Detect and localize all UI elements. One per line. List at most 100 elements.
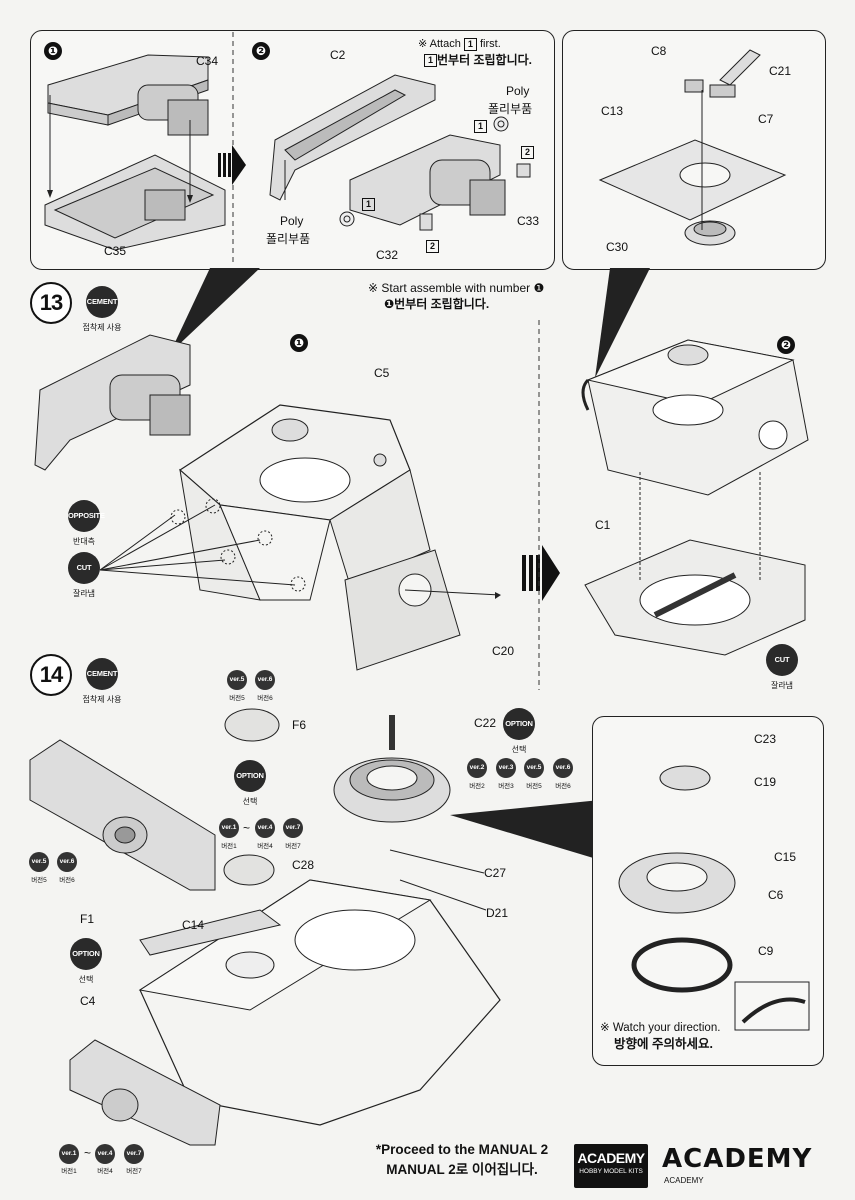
academy-big-logo: ACADEMY <box>662 1144 813 1174</box>
step-arrow-13 <box>522 545 560 601</box>
f6-ver-badge-1: ver.5 <box>227 670 247 690</box>
c4-ver-ko-2: 버전4 <box>97 1168 113 1175</box>
poly-cap-drawing-1 <box>493 116 509 132</box>
poly-cap-drawing-2 <box>339 211 355 227</box>
c30-hatch-drawing <box>684 220 736 246</box>
option-badge-3: OPTION <box>70 938 102 970</box>
c6-ring-drawing <box>618 852 736 914</box>
start-note-en: ※ Start assemble with number ❶ <box>368 281 545 295</box>
option-ko-2: 선택 <box>511 745 527 754</box>
c9-periscope-ring-drawing <box>631 937 733 993</box>
c4-tilde: ~ <box>84 1146 92 1160</box>
label-d21: D21 <box>486 906 509 920</box>
label-c6: C6 <box>768 888 784 902</box>
c5-hull-top-drawing <box>179 404 431 601</box>
c19-hatch-drawing <box>659 765 711 791</box>
c8-c7-c21-hatch-parts-drawing <box>684 49 761 98</box>
label-c19: C19 <box>754 775 777 789</box>
cut-badge-13: CUT <box>68 552 100 584</box>
watch-note-ko: 방향에 주의하세요. <box>614 1037 713 1051</box>
academy-box-logo-text: ACADEMY <box>577 1150 645 1166</box>
c22-ver-ko-4: 버전6 <box>555 783 571 790</box>
callout-wedge-right <box>595 268 650 378</box>
c35-base-part-drawing <box>44 154 226 251</box>
label-poly-1-en: Poly <box>506 84 530 98</box>
c28-ver-ko-3: 버전7 <box>285 843 301 850</box>
label-c5: C5 <box>374 366 390 380</box>
label-c14: C14 <box>182 918 205 932</box>
academy-box-logo: ACADEMY HOBBY MODEL KITS <box>574 1144 648 1188</box>
c33-drawing <box>516 163 531 178</box>
c13-plate-drawing <box>598 139 787 221</box>
cut-badge-13b: CUT <box>766 644 798 676</box>
label-c20: C20 <box>492 644 515 658</box>
c27-d21-pointer-lines <box>389 849 487 911</box>
c22-ver-ko-2: 버전3 <box>498 783 514 790</box>
label-c21: C21 <box>769 64 792 78</box>
c34-turret-part-drawing <box>47 54 209 136</box>
c2-frame-drawing <box>269 74 436 201</box>
label-poly-1-ko: 폴리부품 <box>488 102 533 116</box>
c22-ver-ko-3: 버전5 <box>526 783 542 790</box>
part-box-1b: 1 <box>362 198 375 211</box>
step-13-number: 13 <box>30 282 72 324</box>
f1-ver-ko-1: 버전5 <box>31 877 47 884</box>
academy-box-logo-sub: HOBBY MODEL KITS <box>579 1168 643 1175</box>
label-c15: C15 <box>774 850 797 864</box>
c28-ver-badge-3: ver.7 <box>283 818 303 838</box>
cement-ko-14: 접착제 사용 <box>82 695 122 704</box>
option-badge-1: OPTION <box>234 760 266 792</box>
part-box-1: 1 <box>474 120 487 133</box>
option-ko-3: 선택 <box>78 975 94 984</box>
c20-front-plate-drawing <box>344 549 501 671</box>
label-c2: C2 <box>330 48 346 62</box>
assembly-arrows-1 <box>47 95 193 203</box>
c22-ver-ko-1: 버전2 <box>469 783 485 790</box>
label-c13: C13 <box>601 104 624 118</box>
academy-small-logo: ACADEMY <box>664 1176 704 1185</box>
start-note-ko: ❶번부터 조립합니다. <box>384 297 490 311</box>
cement-ko-13: 접착제 사용 <box>82 323 122 332</box>
step-arrow-1 <box>218 145 246 185</box>
cement-badge-14: CEMENT <box>86 658 118 690</box>
step13-substep-1: ❶ <box>290 334 308 352</box>
label-c22: C22 <box>474 716 497 730</box>
c4-ver-badge-1: ver.1 <box>59 1144 79 1164</box>
watch-note-en: ※ Watch your direction. <box>600 1022 721 1034</box>
proceed-note-en: *Proceed to the MANUAL 2 <box>375 1142 549 1157</box>
label-c23: C23 <box>754 732 777 746</box>
part-box-2b: 2 <box>426 240 439 253</box>
c28-ver-badge-1: ver.1 <box>219 818 239 838</box>
c22-ver-badge-4: ver.6 <box>553 758 573 778</box>
step14-turret-body-drawing <box>138 879 501 1126</box>
cut-ko-13: 잘라냄 <box>72 589 96 598</box>
substep-1-marker: ❶ <box>44 42 62 60</box>
label-poly-2-en: Poly <box>280 214 304 228</box>
c4-ver-ko-1: 버전1 <box>61 1168 77 1175</box>
f6-ver-badge-2: ver.6 <box>255 670 275 690</box>
step13-result-turret-drawing <box>581 339 809 496</box>
label-c8: C8 <box>651 44 667 58</box>
f1-mantlet-drawing <box>29 739 216 891</box>
callout-wedge-14 <box>450 800 600 860</box>
label-f1: F1 <box>80 912 95 926</box>
c28-ver-ko-2: 버전4 <box>257 843 273 850</box>
c28-hatch-drawing <box>223 854 275 886</box>
label-c7: C7 <box>758 112 774 126</box>
substep-2-marker: ❷ <box>252 42 270 60</box>
f6-ver-ko-1: 버전5 <box>229 695 245 702</box>
c22-ver-badge-1: ver.2 <box>467 758 487 778</box>
c22-ver-badge-2: ver.3 <box>496 758 516 778</box>
step13-turret-assembly-drawing <box>34 334 191 471</box>
label-c4: C4 <box>80 994 96 1008</box>
c2-turret-insert-drawing <box>349 134 506 226</box>
label-c35: C35 <box>104 244 127 258</box>
c22-ver-badge-3: ver.5 <box>524 758 544 778</box>
cut-pointer-lines <box>99 498 306 592</box>
label-c1: C1 <box>595 518 611 532</box>
label-c28: C28 <box>292 858 315 872</box>
assembly-arrows-13 <box>639 470 761 580</box>
f6-hatch-drawing <box>224 708 280 742</box>
c28-ver-ko-1: 버전1 <box>221 843 237 850</box>
